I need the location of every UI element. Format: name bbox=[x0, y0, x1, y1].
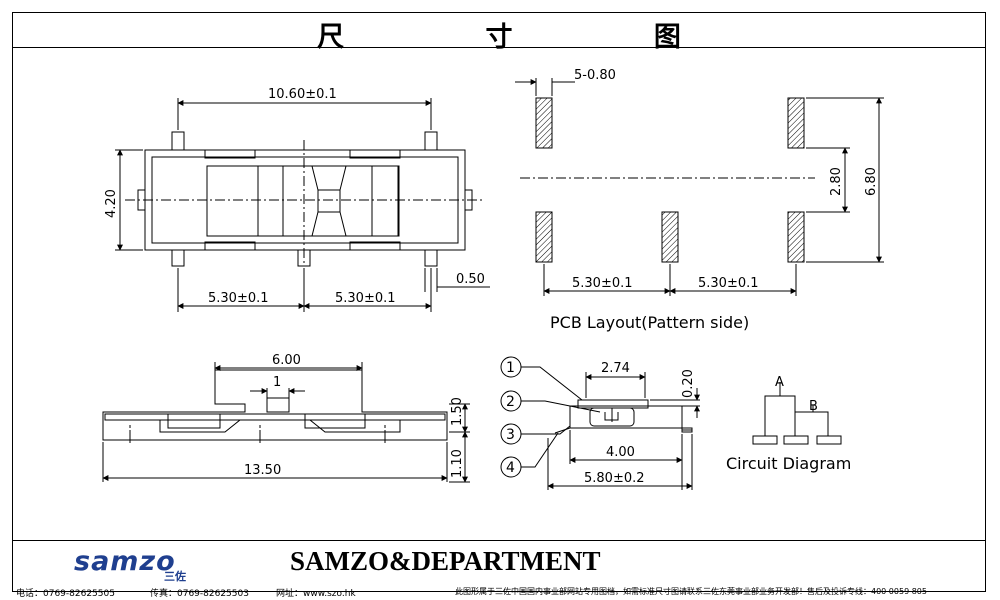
slider-actuator bbox=[257, 165, 399, 237]
callout-1-label: 1 bbox=[506, 360, 515, 376]
callout-3-label: 3 bbox=[506, 427, 515, 443]
dim-height-label: 4.20 bbox=[104, 189, 119, 218]
top-view bbox=[115, 98, 490, 312]
circuit-terminal-1 bbox=[752, 435, 778, 445]
drawing-frame bbox=[12, 12, 986, 592]
dim-thickness-label: 0.20 bbox=[681, 369, 696, 398]
footer-phone: 电话：0769-82625505 bbox=[16, 589, 115, 599]
page-title: 尺 寸 图 bbox=[317, 22, 747, 53]
pcb-layout-caption: PCB Layout(Pattern side) bbox=[550, 313, 749, 332]
dim-total-length-label: 13.50 bbox=[244, 463, 281, 478]
pcb-layout-labels: 5-0.80 2.80 6.80 5.30±0.1 5.30±0.1 PCB L… bbox=[550, 68, 879, 332]
title-bar: 尺 寸 图 bbox=[12, 12, 986, 53]
dim-body-height-label: 1.50 bbox=[450, 397, 465, 426]
dim-total-width-label: 5.80±0.2 bbox=[584, 471, 645, 486]
dim-top-label: 2.74 bbox=[601, 361, 630, 376]
pcb-pitch-left-label: 5.30±0.1 bbox=[572, 276, 633, 291]
circuit-caption: Circuit Diagram bbox=[726, 454, 851, 473]
circuit-diagram bbox=[752, 382, 842, 445]
dim-actuator-knob-label: 1 bbox=[273, 375, 281, 390]
pad-bottom-right bbox=[787, 211, 805, 263]
side-view bbox=[102, 362, 470, 483]
dim-actuator-width-label: 6.00 bbox=[272, 353, 301, 368]
logo-cn: 三佐 bbox=[164, 570, 186, 583]
circuit-label-b: B bbox=[809, 399, 818, 414]
footer-notice: 此图形属于三佐中国国内事业部网站专用图档，如需标准尺寸图请联系三佐东莞事业部业务… bbox=[455, 587, 927, 596]
pad-bottom-left bbox=[535, 211, 553, 263]
dim-pad-gap-label: 2.80 bbox=[829, 167, 844, 196]
brand-name: SAMZO&DEPARTMENT bbox=[290, 546, 601, 576]
top-pin-left bbox=[171, 131, 185, 151]
pcb-layout bbox=[515, 78, 884, 296]
footer-website: 网址：www.szo.hk bbox=[276, 589, 356, 599]
dim-pitch-left-label: 5.30±0.1 bbox=[208, 291, 269, 306]
footer-divider bbox=[12, 540, 986, 541]
end-view bbox=[500, 356, 700, 490]
bottom-pin-left bbox=[171, 249, 185, 267]
bottom-pin-right bbox=[424, 249, 438, 267]
side-knob bbox=[266, 397, 290, 413]
dim-pitch-right-label: 5.30±0.1 bbox=[335, 291, 396, 306]
dim-pin-width-label: 0.50 bbox=[456, 272, 485, 287]
callout-2-label: 2 bbox=[506, 394, 515, 410]
samzo-logo: samzo 三佐 bbox=[72, 546, 212, 583]
end-body bbox=[569, 405, 683, 429]
top-pin-right bbox=[424, 131, 438, 151]
circuit-label-a: A bbox=[775, 375, 784, 390]
top-view-labels: 10.60±0.1 4.20 5.30±0.1 5.30±0.1 0.50 bbox=[104, 87, 485, 306]
dim-length-label: 10.60±0.1 bbox=[268, 87, 337, 102]
pad-top-right bbox=[787, 97, 805, 149]
circuit-terminal-2 bbox=[783, 435, 809, 445]
pcb-pitch-right-label: 5.30±0.1 bbox=[698, 276, 759, 291]
end-view-labels: 2.74 0.20 4.00 5.80±0.2 1 2 3 4 bbox=[506, 360, 696, 486]
dim-pads-label: 5-0.80 bbox=[574, 68, 616, 83]
dim-pad-span-label: 6.80 bbox=[864, 167, 879, 196]
slider-window bbox=[206, 165, 400, 237]
circuit-terminal-3 bbox=[816, 435, 842, 445]
pad-top-left bbox=[535, 97, 553, 149]
logo-wordmark: samzo bbox=[74, 546, 176, 577]
circuit-labels: A B Circuit Diagram bbox=[726, 375, 851, 473]
callout-4-label: 4 bbox=[506, 460, 515, 476]
side-view-labels: 6.00 1 13.50 1.50 1.10 bbox=[244, 353, 465, 478]
footer-fax: 传真：0769-82625503 bbox=[150, 589, 249, 599]
dim-pin-height-label: 1.10 bbox=[450, 449, 465, 478]
drawing-canvas: 10.60±0.1 4.20 5.30±0.1 5.30±0.1 0.50 bbox=[102, 68, 884, 490]
dim-body-width-label: 4.00 bbox=[606, 445, 635, 460]
pad-bottom-center bbox=[661, 211, 679, 263]
